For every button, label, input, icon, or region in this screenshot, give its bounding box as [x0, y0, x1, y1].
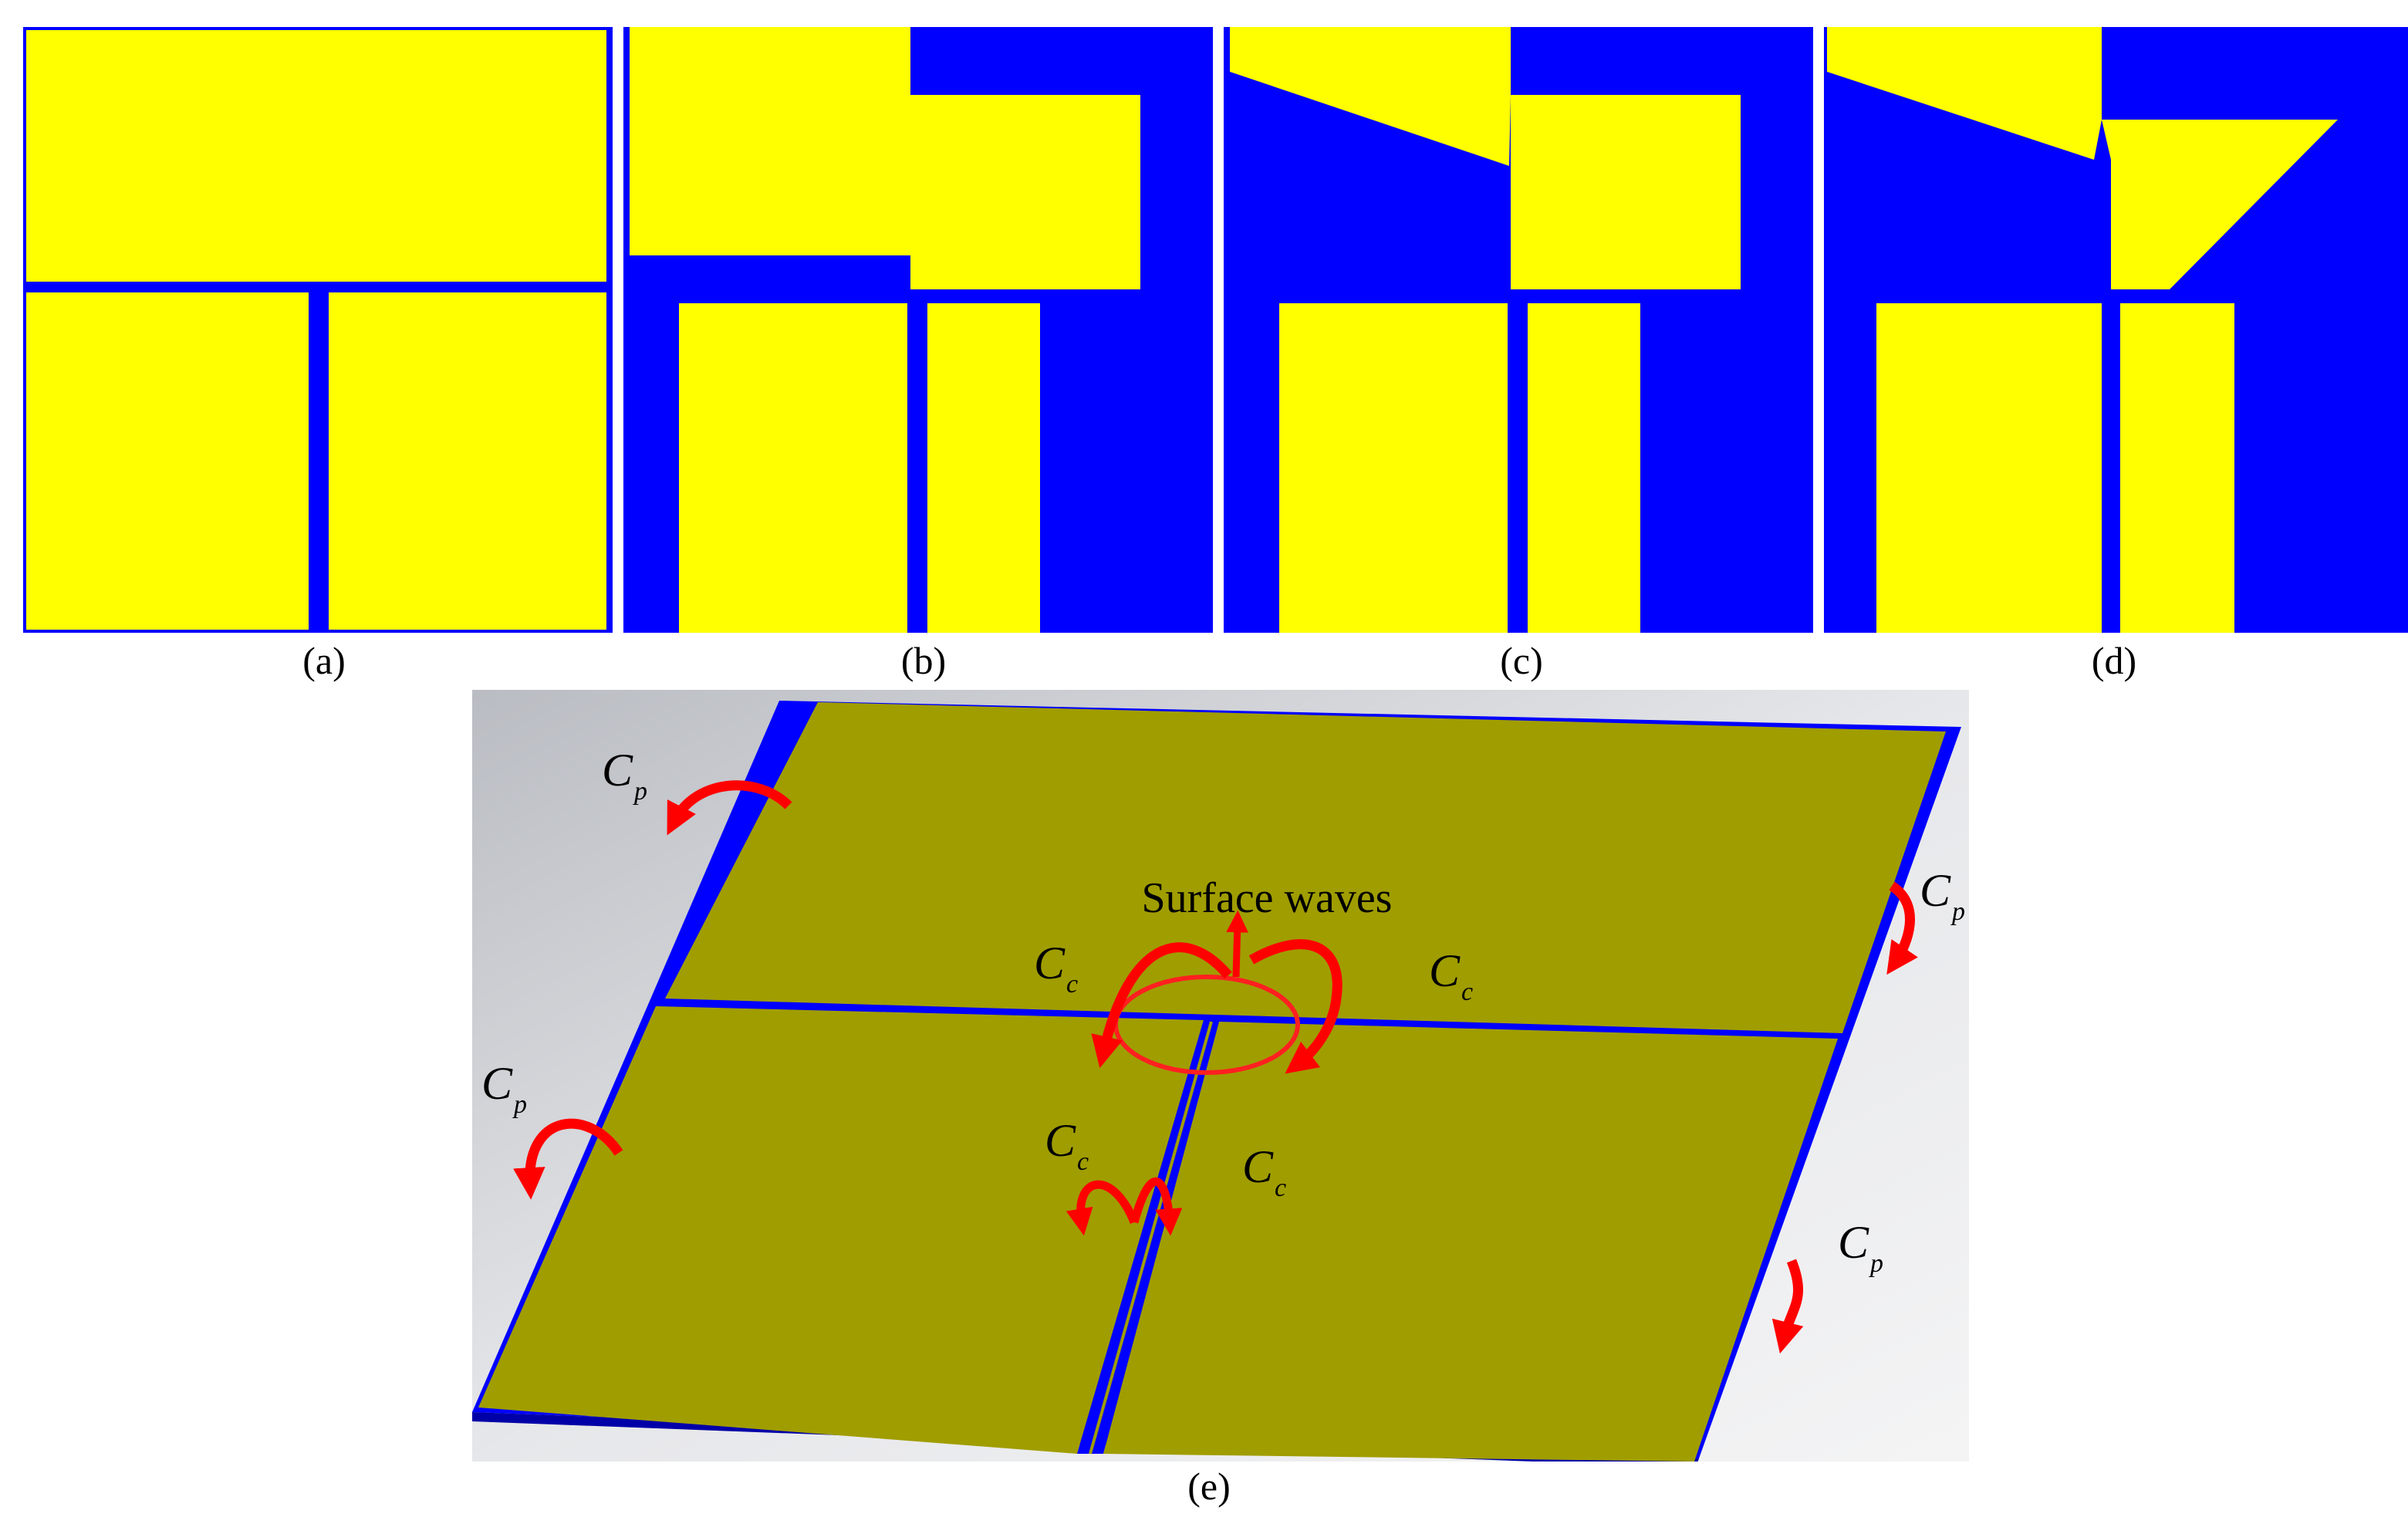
cc-label-lower-left: C c — [1045, 1115, 1089, 1176]
svg-text:c: c — [1066, 970, 1078, 999]
panel-d-bottom-right-patch — [2120, 303, 2234, 633]
cp-arrow-top-left — [667, 780, 792, 836]
panel-b-top-left-patch — [630, 27, 910, 255]
panel-c-bottom-left-patch — [1279, 303, 1508, 633]
cp-label-top-left: C p — [602, 745, 647, 806]
cp-arrow-bottom-right — [1771, 1259, 1804, 1354]
bottom-left-patch — [478, 1006, 1204, 1454]
panel-c-bottom-right-patch — [1528, 303, 1640, 633]
svg-text:C: C — [1034, 938, 1066, 988]
cc-label-upper-left: C c — [1034, 938, 1078, 999]
panel-d-top-tapered-patch — [1827, 27, 2102, 160]
panel-d-bottom-left-patch — [1876, 303, 2102, 633]
panel-a-top-patch — [26, 30, 606, 282]
cp-label-bottom-right: C p — [1838, 1217, 1883, 1278]
panel-b-caption: (b) — [900, 639, 947, 682]
svg-text:C: C — [1838, 1217, 1869, 1268]
svg-text:p: p — [633, 777, 647, 806]
panel-c-top-tapered-patch — [1230, 27, 1511, 166]
svg-text:C: C — [1920, 865, 1951, 916]
svg-text:c: c — [1275, 1174, 1286, 1202]
panel-a-caption: (a) — [302, 639, 346, 682]
panel-b-patch-layout — [623, 27, 1213, 633]
panel-a-bottom-right-patch — [329, 292, 606, 630]
svg-text:C: C — [602, 745, 633, 796]
cp-arrow-left — [513, 1118, 623, 1200]
cp-label-left: C p — [481, 1058, 527, 1119]
feed-slot — [1077, 1020, 1219, 1454]
svg-text:p: p — [1869, 1249, 1883, 1278]
cp-arrow-right — [1886, 881, 1918, 975]
cc-label-lower-right: C c — [1242, 1141, 1286, 1202]
svg-text:C: C — [1045, 1115, 1076, 1166]
surface-waves-label: Surface waves — [1142, 874, 1393, 922]
panel-d-top-right-chamfered-patch — [2102, 120, 2338, 289]
panel-c-top-right-patch — [1511, 95, 1741, 289]
svg-text:p: p — [512, 1090, 527, 1119]
cc-arrow-lower-left — [1066, 1180, 1139, 1236]
panel-e-caption: (e) — [1187, 1465, 1231, 1508]
panel-d-caption: (d) — [2091, 639, 2137, 682]
panel-e-3d-view: Surface waves C p C p C p — [472, 690, 1969, 1461]
panel-a-bottom-left-patch — [26, 292, 309, 630]
surface-waves-arrow — [1226, 910, 1248, 978]
svg-text:p: p — [1950, 897, 1965, 926]
cc-arrow-upper-right — [1248, 939, 1342, 1074]
svg-text:C: C — [1429, 945, 1461, 996]
svg-text:C: C — [481, 1058, 513, 1109]
panel-a-patch-layout — [23, 27, 613, 633]
panel-b-top-right-patch — [910, 95, 1140, 289]
svg-text:c: c — [1461, 978, 1473, 1006]
svg-text:C: C — [1242, 1141, 1274, 1192]
cp-label-right: C p — [1920, 865, 1965, 926]
top-patch — [665, 702, 1946, 1033]
panel-c-caption: (c) — [1500, 639, 1543, 682]
panel-d-patch-layout — [1824, 27, 2408, 633]
panel-c-patch-layout — [1224, 27, 1813, 633]
cc-label-upper-right: C c — [1429, 945, 1473, 1006]
panel-b-bottom-right-patch — [927, 303, 1040, 633]
cc-arrow-lower-right — [1130, 1178, 1183, 1236]
bottom-right-patch — [1103, 1022, 1838, 1461]
cc-arrow-upper-left — [1091, 942, 1232, 1069]
feed-line — [1089, 1021, 1213, 1455]
panel-b-bottom-left-patch — [679, 303, 907, 633]
svg-text:c: c — [1077, 1147, 1089, 1176]
